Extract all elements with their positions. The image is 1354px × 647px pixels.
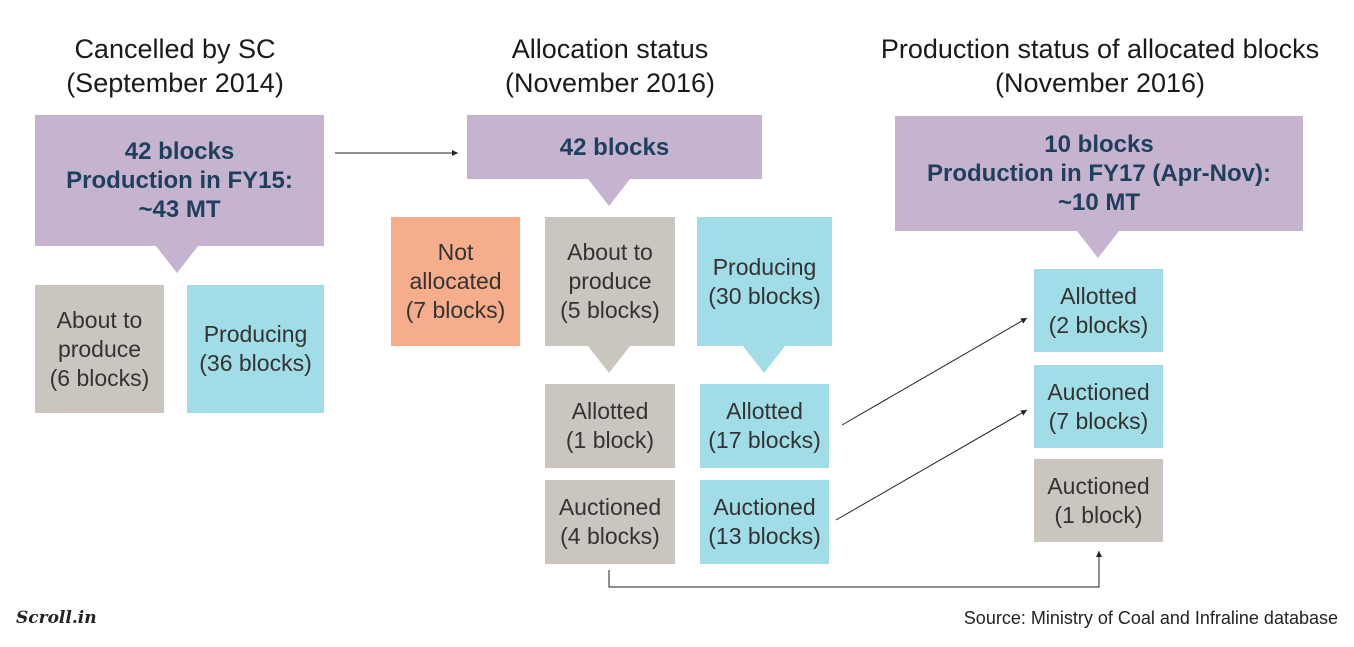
allocation-summary-line1: 42 blocks bbox=[559, 133, 670, 161]
cancelled-producing-line1: Producing bbox=[203, 321, 308, 347]
production-auctioned-grey-box: Auctioned (1 block) bbox=[1034, 459, 1163, 542]
production-allotted-box: Allotted (2 blocks) bbox=[1034, 269, 1163, 352]
source-note: Source: Ministry of Coal and Infraline d… bbox=[963, 608, 1338, 628]
production-auctioned-blue-line1: Auctioned bbox=[1047, 378, 1150, 405]
cancelled-producing-box: Producing (36 blocks) bbox=[187, 285, 324, 413]
production-summary-line3: ~10 MT bbox=[1057, 189, 1141, 216]
atp-auctioned-line2: (4 blocks) bbox=[560, 523, 660, 549]
arrow-prod-allotted-to-production bbox=[841, 317, 1028, 426]
production-summary-line2: Production in FY17 (Apr-Nov): bbox=[927, 160, 1271, 187]
allocation-summary-pointer bbox=[588, 179, 630, 206]
prod-allotted-line1: Allotted bbox=[726, 398, 803, 424]
prod-auctioned-line2: (13 blocks) bbox=[708, 523, 821, 549]
atp-auctioned-line1: Auctioned bbox=[558, 494, 662, 520]
atp-allotted-box: Allotted (1 block) bbox=[545, 384, 675, 468]
allocation-about-to-produce-box: About to produce (5 blocks) bbox=[545, 217, 675, 346]
production-auctioned-blue-line2: (7 blocks) bbox=[1048, 407, 1149, 434]
cancelled-summary-line3: ~43 MT bbox=[138, 196, 221, 223]
allocation-producing-pointer bbox=[743, 346, 785, 373]
cancelled-about-to-produce-line2: produce bbox=[57, 335, 142, 362]
prod-auctioned-line1: Auctioned bbox=[713, 494, 816, 520]
allocation-summary-box: 42 blocks bbox=[467, 115, 762, 179]
cancelled-summary-line1: 42 blocks bbox=[124, 138, 235, 165]
production-summary-box: 10 blocks Production in FY17 (Apr-Nov): … bbox=[895, 116, 1303, 231]
production-auctioned-grey-line2: (1 block) bbox=[1054, 501, 1143, 528]
production-auctioned-blue-box: Auctioned (7 blocks) bbox=[1034, 365, 1163, 448]
not-allocated-line3: (7 blocks) bbox=[405, 297, 506, 323]
not-allocated-line2: allocated bbox=[409, 268, 502, 294]
production-title: Production status of allocated blocks (N… bbox=[850, 32, 1350, 100]
atp-auctioned-box: Auctioned (4 blocks) bbox=[545, 480, 675, 564]
scroll-logo: Scroll.in bbox=[16, 608, 97, 628]
production-allotted-line2: (2 blocks) bbox=[1048, 311, 1149, 338]
allocation-title-line2: (November 2016) bbox=[504, 68, 716, 98]
cancelled-about-to-produce-line1: About to bbox=[56, 306, 143, 333]
not-allocated-line1: Not bbox=[437, 239, 474, 265]
allocation-about-to-produce-line3: (5 blocks) bbox=[560, 297, 660, 323]
cancelled-about-to-produce-box: About to produce (6 blocks) bbox=[35, 285, 164, 413]
production-title-line2: (November 2016) bbox=[994, 68, 1206, 98]
prod-allotted-line2: (17 blocks) bbox=[708, 427, 821, 453]
cancelled-summary-line2: Production in FY15: bbox=[66, 167, 293, 194]
production-auctioned-grey-line1: Auctioned bbox=[1047, 472, 1150, 499]
cancelled-about-to-produce-line3: (6 blocks) bbox=[49, 364, 150, 391]
cancelled-title-line1: Cancelled by SC bbox=[74, 34, 276, 64]
not-allocated-box: Not allocated (7 blocks) bbox=[391, 217, 520, 346]
production-summary-line1: 10 blocks bbox=[1044, 131, 1154, 158]
allocation-title: Allocation status (November 2016) bbox=[440, 32, 780, 100]
allocation-producing-box: Producing (30 blocks) bbox=[697, 217, 832, 346]
allocation-producing-line2: (30 blocks) bbox=[708, 282, 821, 309]
atp-allotted-line2: (1 block) bbox=[565, 427, 655, 453]
arrow-prod-auctioned-to-production bbox=[835, 409, 1028, 521]
allocation-about-to-produce-line1: About to bbox=[567, 239, 653, 265]
cancelled-title-line2: (September 2014) bbox=[66, 68, 284, 98]
allocation-about-to-produce-pointer bbox=[588, 346, 630, 373]
cancelled-summary-box: 42 blocks Production in FY15: ~43 MT bbox=[35, 115, 324, 246]
production-title-line1: Production status of allocated blocks bbox=[880, 34, 1320, 64]
cancelled-title: Cancelled by SC (September 2014) bbox=[20, 32, 330, 100]
prod-allotted-box: Allotted (17 blocks) bbox=[700, 384, 829, 468]
production-allotted-line1: Allotted bbox=[1060, 282, 1137, 309]
cancelled-producing-line2: (36 blocks) bbox=[199, 350, 312, 376]
allocation-about-to-produce-line2: produce bbox=[568, 268, 652, 294]
prod-auctioned-box: Auctioned (13 blocks) bbox=[700, 480, 829, 564]
production-summary-pointer bbox=[1077, 231, 1119, 258]
allocation-producing-line1: Producing bbox=[712, 253, 817, 280]
allocation-title-line1: Allocation status bbox=[511, 34, 709, 64]
cancelled-summary-pointer bbox=[156, 246, 198, 273]
arrow-atp-to-production-grey bbox=[608, 551, 1102, 588]
atp-allotted-line1: Allotted bbox=[571, 398, 649, 424]
